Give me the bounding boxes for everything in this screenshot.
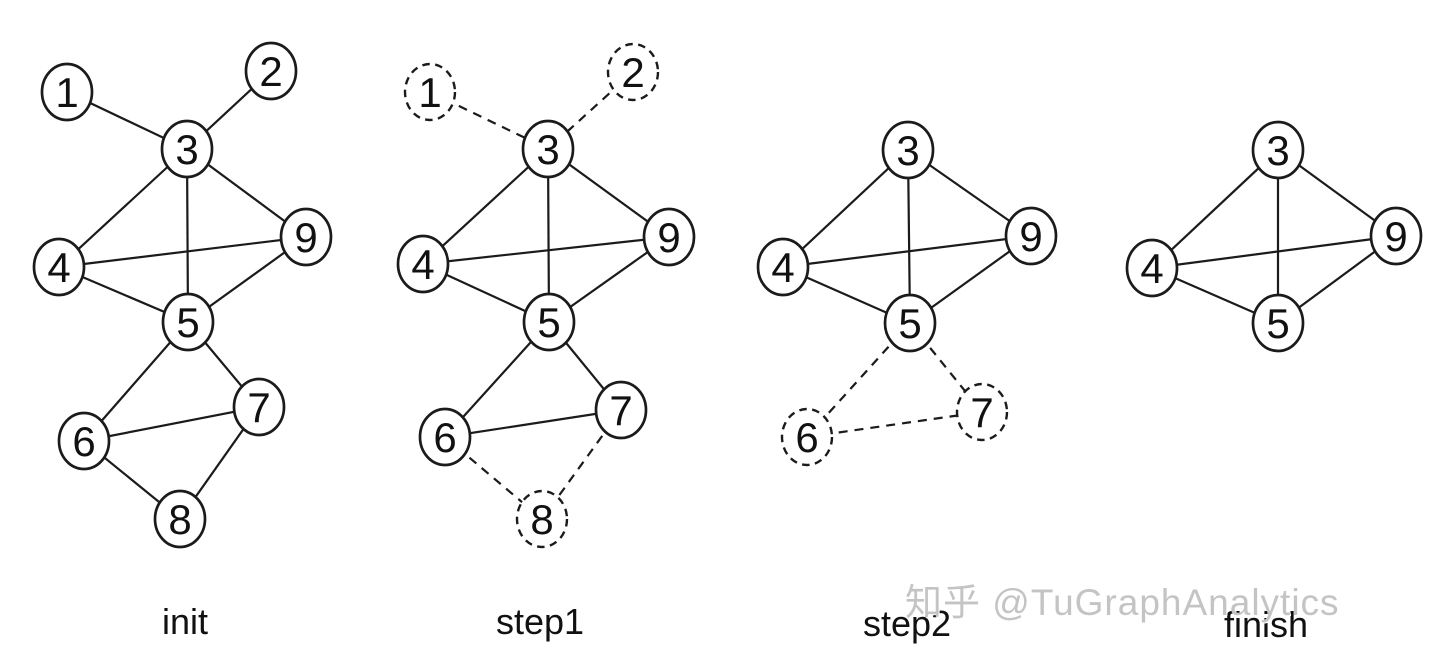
node-3-circle bbox=[1251, 120, 1305, 180]
edge-4-9 bbox=[1151, 234, 1397, 270]
node-6-circle bbox=[418, 407, 472, 467]
edge-6-7 bbox=[83, 405, 260, 443]
node-3-circle bbox=[521, 119, 575, 179]
panel-init: 1 2 3 9 4 5 6 7 8 init bbox=[32, 41, 333, 642]
node-4-circle bbox=[32, 237, 86, 297]
edge-4-9 bbox=[782, 234, 1032, 269]
node-5-label: 5 bbox=[1266, 300, 1289, 347]
node-7-circle bbox=[232, 377, 286, 437]
panel-step2: 3 9 4 5 6 7 step2 bbox=[756, 120, 1058, 644]
panel-label-finish: finish bbox=[1224, 604, 1308, 645]
node-5-label: 5 bbox=[176, 299, 199, 346]
node-4-circle bbox=[1125, 238, 1179, 298]
node-6-circle bbox=[780, 407, 834, 467]
node-1-circle bbox=[40, 62, 94, 122]
node-3-label: 3 bbox=[1266, 127, 1289, 174]
node-5-circle bbox=[522, 292, 576, 352]
node-9-circle bbox=[1004, 206, 1058, 266]
panel-label-step1: step1 bbox=[496, 601, 584, 642]
edge-4-9 bbox=[58, 235, 307, 269]
node-1-circle bbox=[403, 62, 457, 122]
edge-4-9 bbox=[422, 235, 670, 266]
node-9-label: 9 bbox=[1019, 213, 1042, 260]
node-5-label: 5 bbox=[898, 300, 921, 347]
node-8-circle bbox=[153, 489, 207, 549]
node-2-label: 2 bbox=[259, 48, 282, 95]
node-1-label: 1 bbox=[55, 69, 78, 116]
node-8-circle bbox=[515, 489, 569, 549]
node-7-label: 7 bbox=[247, 384, 270, 431]
node-7-circle bbox=[594, 380, 648, 440]
node-9-label: 9 bbox=[657, 214, 680, 261]
node-6-label: 6 bbox=[72, 418, 95, 465]
node-6-circle bbox=[57, 411, 111, 471]
panel-step1: 1 2 3 9 4 5 6 7 8 step1 bbox=[396, 42, 696, 642]
node-7-label: 7 bbox=[609, 387, 632, 434]
node-5-circle bbox=[1251, 293, 1305, 353]
node-6-label: 6 bbox=[795, 414, 818, 461]
node-9-circle bbox=[1369, 206, 1423, 266]
node-3-label: 3 bbox=[536, 126, 559, 173]
node-3-label: 3 bbox=[175, 126, 198, 173]
node-6-label: 6 bbox=[433, 414, 456, 461]
node-7-label: 7 bbox=[970, 389, 993, 436]
panel-label-init: init bbox=[162, 601, 208, 642]
node-9-label: 9 bbox=[294, 214, 317, 261]
node-2-circle bbox=[606, 42, 660, 102]
edge-3-4 bbox=[1151, 149, 1279, 269]
node-5-circle bbox=[883, 293, 937, 353]
edge-3-4 bbox=[58, 148, 188, 268]
panel-label-step2: step2 bbox=[863, 603, 951, 644]
node-7-circle bbox=[955, 382, 1009, 442]
node-3-circle bbox=[160, 119, 214, 179]
panel-finish: 3 9 4 5 finish bbox=[1125, 120, 1423, 645]
node-9-circle bbox=[279, 207, 333, 267]
node-5-circle bbox=[161, 292, 215, 352]
node-9-circle bbox=[642, 207, 696, 267]
watermark-text: 知乎 @TuGraphAnalytics bbox=[905, 582, 1340, 623]
node-4-label: 4 bbox=[771, 244, 794, 291]
node-4-label: 4 bbox=[47, 244, 70, 291]
edge-3-4 bbox=[422, 148, 549, 265]
node-2-label: 2 bbox=[621, 49, 644, 96]
node-5-label: 5 bbox=[537, 299, 560, 346]
node-4-label: 4 bbox=[1140, 245, 1163, 292]
edge-6-7 bbox=[806, 410, 983, 439]
node-8-label: 8 bbox=[530, 496, 553, 543]
node-9-label: 9 bbox=[1384, 213, 1407, 260]
node-3-label: 3 bbox=[896, 127, 919, 174]
edge-6-7 bbox=[444, 408, 622, 439]
node-3-circle bbox=[881, 120, 935, 180]
node-2-circle bbox=[244, 41, 298, 101]
node-1-label: 1 bbox=[418, 69, 441, 116]
node-4-circle bbox=[396, 234, 450, 294]
edge-3-4 bbox=[782, 149, 909, 268]
node-4-label: 4 bbox=[411, 241, 434, 288]
node-8-label: 8 bbox=[168, 496, 191, 543]
node-4-circle bbox=[756, 237, 810, 297]
